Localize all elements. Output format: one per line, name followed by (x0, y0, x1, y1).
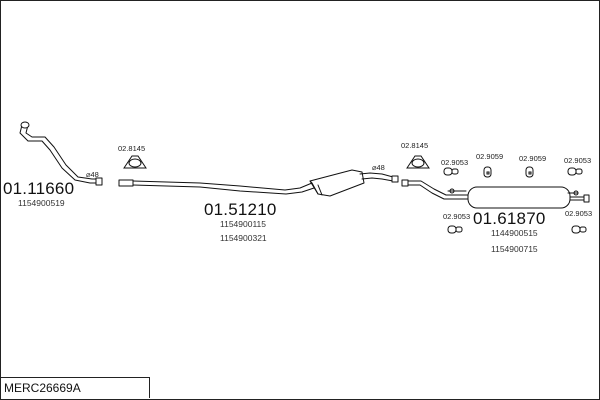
front-pipe-ref-1: 1154900519 (18, 198, 65, 208)
clamp-right-part-number: 02.8145 (401, 141, 429, 150)
front-pipe-drawing (19, 121, 103, 186)
hanger-e-part-number: 02.9053 (443, 212, 471, 221)
rear-silencer-part-number: 01.61870 (473, 209, 546, 228)
hanger-f-part-number: 02.9053 (565, 209, 593, 218)
diagram-code-label: MERC26669A (0, 377, 150, 398)
hanger-c-drawing (525, 166, 534, 178)
clamp-right-drawing (406, 155, 430, 169)
hanger-d-part-number: 02.9053 (564, 156, 592, 165)
hanger-b-drawing (483, 166, 492, 178)
front-pipe-part-number: 01.11660 (3, 179, 75, 198)
hanger-a-drawing (443, 167, 459, 176)
middle-silencer-diameter: ⌀48 (372, 163, 385, 172)
hanger-d-drawing (567, 167, 583, 176)
rear-silencer-ref-2: 1154900715 (491, 244, 538, 254)
hanger-b-part-number: 02.9059 (476, 152, 504, 161)
middle-silencer-drawing (118, 169, 399, 197)
hanger-f-drawing (571, 225, 587, 234)
rear-silencer-ref-1: 1144900515 (491, 228, 538, 238)
rear-hanger-brackets (447, 188, 579, 196)
middle-silencer-ref-1: 1154900115 (220, 219, 267, 229)
rear-silencer-drawing (401, 179, 590, 209)
middle-silencer-part-number: 01.51210 (204, 200, 277, 219)
middle-silencer-ref-2: 1154900321 (220, 233, 267, 243)
clamp-left-part-number: 02.8145 (118, 144, 146, 153)
hanger-a-part-number: 02.9053 (441, 158, 469, 167)
front-pipe-diameter: ⌀48 (86, 170, 99, 179)
clamp-left-drawing (123, 155, 147, 169)
hanger-e-drawing (447, 225, 463, 234)
hanger-c-part-number: 02.9059 (519, 154, 547, 163)
